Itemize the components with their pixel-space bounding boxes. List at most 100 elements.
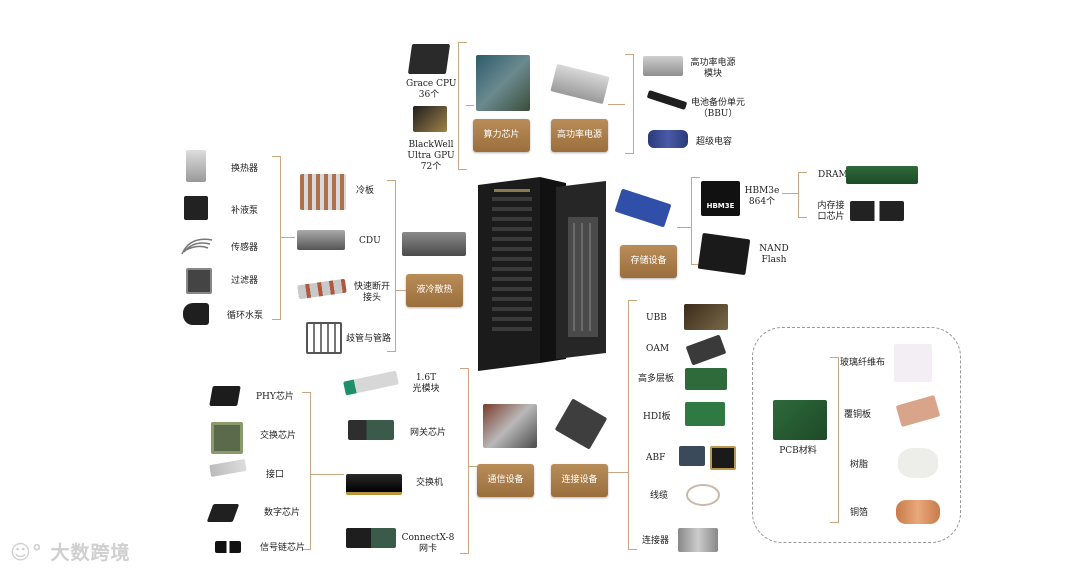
fill-pump-label: 补液泵 [231,206,259,216]
port-image [209,458,247,478]
nand-label-2: Flash [761,255,787,265]
bbu-image [646,90,688,110]
hp-module-label-2: 模块 [703,69,722,79]
cold-plate-image [300,174,346,210]
switch-chip-image [211,422,243,454]
gpu-label-2: Ultra GPU [407,151,455,161]
grace-cpu-label: Grace CPU [406,79,457,89]
heat-exchanger-image [186,150,206,182]
filter-image [186,268,212,294]
connection-box[interactable]: 连接设备 [551,464,608,497]
high-layer-board-image [685,368,727,390]
blackwell-gpu-image [413,106,447,132]
compute-bracket [458,42,467,170]
phy-chip-image [209,386,241,406]
cooling-sub-bracket [272,156,281,320]
pcb-materials-label: PCB材料 [779,446,817,456]
grace-cpu-count: 36个 [418,90,440,100]
oam-label: OAM [646,344,670,354]
gateway-chip-label: 网关芯片 [410,428,447,438]
nic-label-2: 网卡 [418,544,437,554]
sensor-label: 传感器 [231,243,259,253]
watermark-icon: ☺° [10,540,43,564]
cooling-server-image [402,232,466,256]
connect-bracket [628,300,637,550]
digital-chip-label: 数字芯片 [264,508,301,518]
quick-disconnect-label-1: 快速断开 [353,282,390,292]
port-label: 接口 [266,470,285,480]
optical-module-label-2: 光模块 [412,384,440,394]
fill-pump-image [184,196,208,220]
cdu-image [297,230,345,250]
ubb-image [684,304,728,330]
signal-chain-chip-image [215,541,241,553]
phy-chip-label: PHY芯片 [256,392,294,402]
glass-fiber-image [894,344,932,382]
hdi-board-image [685,402,725,426]
signal-chain-chip-label: 信号链芯片 [260,543,306,553]
sensor-image [181,238,213,255]
mem-interface-chip-image [850,201,904,221]
glass-fiber-label: 玻璃纤维布 [840,358,886,368]
power-supply-box[interactable]: 高功率电源 [551,119,608,152]
resin-image [898,448,938,478]
copper-foil-image [896,500,940,524]
hbm3e-chip-image: HBM3E [701,181,740,216]
liquid-cooling-box[interactable]: 液冷散热 [406,274,463,307]
watermark-text: 大数跨境 [50,542,131,564]
nic-image [346,528,396,548]
comm-bracket [460,368,469,554]
dram-image [846,166,918,184]
communication-box[interactable]: 通信设备 [477,464,534,497]
nic-label-1: ConnectX-8 [401,533,455,543]
filter-label: 过滤器 [231,276,259,286]
storage-module-image [614,188,672,228]
bbu-label-2: （BBU） [698,109,738,119]
pcb-image [773,400,827,440]
hbm3e-count: 864个 [748,197,776,207]
switch-chip-label: 交换芯片 [260,431,297,441]
abf-image-1 [679,446,705,466]
ubb-label: UBB [646,313,667,323]
compute-board-image [476,55,530,111]
digital-chip-image [206,504,240,522]
manifold-image [306,322,342,354]
nand-label-1: NAND [759,244,789,254]
gpu-count: 72个 [420,162,442,172]
switch-image [346,474,402,495]
pcb-bracket [830,357,839,523]
optical-module-label-1: 1.6T [415,373,437,383]
hdi-board-label: HDI板 [643,412,671,422]
cdu-label: CDU [359,236,381,246]
grace-cpu-image [407,44,451,74]
copper-foil-label: 铜箔 [850,508,869,518]
oam-image [685,334,727,366]
heat-exchanger-label: 换热器 [231,164,259,174]
connector-label: 连接器 [642,536,670,546]
comm-sub-bracket [302,392,311,550]
resin-label: 树脂 [850,460,869,470]
hbm3e-label: HBM3e [744,186,780,196]
manifold-label: 歧管与管路 [346,334,392,344]
super-capacitor-image [648,130,688,148]
dram-label: DRAM [818,170,848,180]
ccl-label: 覆铜板 [844,410,872,420]
super-capacitor-label: 超级电容 [696,137,733,147]
nand-flash-image [697,232,751,276]
cable-image [686,484,720,506]
storage-bracket [691,177,700,265]
optical-module-image [343,370,399,396]
storage-box[interactable]: 存储设备 [620,245,677,278]
watermark-logo: ☺° 大数跨境 [10,538,131,565]
comm-device-image [483,404,537,448]
cable-label: 线缆 [650,491,669,501]
hbm-bracket [798,172,807,218]
hp-module-image [643,56,683,76]
high-layer-board-label: 高多层板 [638,374,675,384]
compute-chip-box[interactable]: 算力芯片 [473,119,530,152]
power-bracket [625,54,634,154]
connect-device-image [554,398,608,450]
abf-image-2 [710,446,736,470]
mem-interface-label-2: 口芯片 [817,212,845,222]
quick-disconnect-image [297,278,347,300]
